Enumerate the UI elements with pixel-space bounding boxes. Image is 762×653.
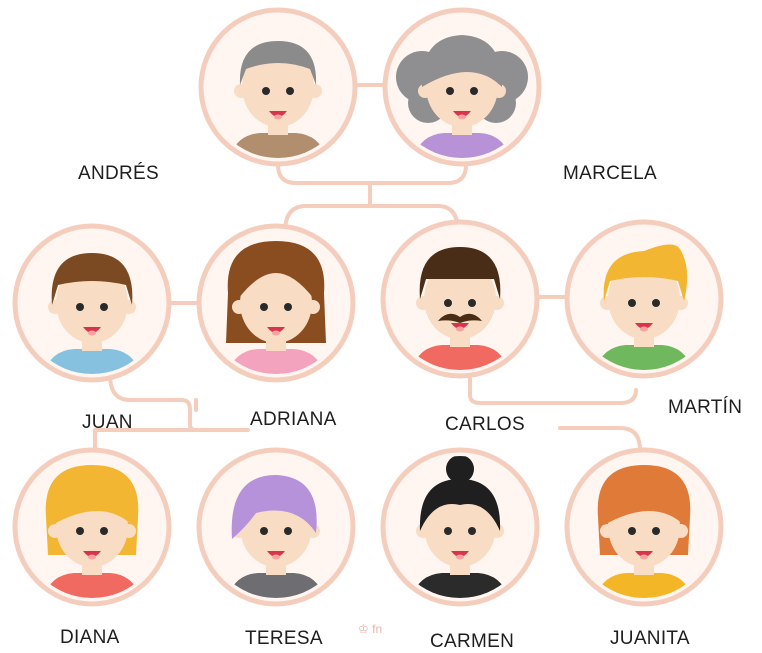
watermark-logo: ♔ fn: [358, 622, 382, 636]
face: [240, 263, 312, 343]
eye: [628, 527, 636, 535]
shirt: [228, 133, 328, 158]
eye: [100, 303, 108, 311]
name-label-juan: JUAN: [82, 412, 133, 433]
eye: [468, 527, 476, 535]
shirt: [594, 573, 694, 598]
shirt: [410, 345, 510, 370]
avatar-adriana: [196, 223, 356, 383]
mouth: [451, 551, 469, 557]
shirt: [42, 573, 142, 598]
shirt: [594, 345, 694, 370]
eye: [468, 299, 476, 307]
shirt: [226, 349, 326, 374]
mouth: [635, 323, 653, 329]
name-label-adriana: ADRIANA: [250, 409, 337, 430]
eye: [76, 527, 84, 535]
mouth: [83, 327, 101, 333]
name-label-marcela: MARCELA: [563, 163, 657, 184]
mouth: [83, 551, 101, 557]
avatar-martin: [564, 219, 724, 379]
name-label-andres: ANDRÉS: [78, 163, 159, 184]
eye: [100, 527, 108, 535]
logo-icon: ♔: [358, 622, 369, 636]
eye: [284, 303, 292, 311]
eye: [444, 527, 452, 535]
eye: [76, 303, 84, 311]
face: [56, 263, 128, 343]
mustache: [438, 313, 482, 323]
shirt: [226, 573, 326, 598]
avatar-juan: [12, 223, 172, 383]
eye: [652, 527, 660, 535]
watermark-text: fn: [372, 622, 383, 636]
eye: [652, 299, 660, 307]
mouth: [453, 111, 471, 117]
mouth: [267, 327, 285, 333]
descent-line-carlos-martin: [468, 371, 638, 405]
avatar-andres: [198, 7, 358, 167]
name-label-martin: MARTÍN: [668, 397, 743, 418]
face: [608, 259, 680, 339]
eye: [286, 87, 294, 95]
eye: [284, 527, 292, 535]
mouth: [635, 551, 653, 557]
mouth: [267, 551, 285, 557]
shirt: [410, 573, 510, 598]
avatar-marcela: [382, 7, 542, 167]
avatar-carmen: [380, 447, 540, 607]
avatar-teresa: [196, 447, 356, 607]
avatar-juanita: [564, 447, 724, 607]
name-label-carlos: CARLOS: [445, 414, 525, 435]
children-branch-line: [283, 181, 460, 234]
eye: [260, 303, 268, 311]
eye: [262, 87, 270, 95]
connector-lines: [93, 83, 642, 457]
name-label-teresa: TERESA: [245, 628, 323, 649]
mouth: [451, 323, 469, 329]
eye: [628, 299, 636, 307]
avatar-diana: [12, 447, 172, 607]
mouth: [269, 111, 287, 117]
name-label-carmen: CARMEN: [430, 631, 515, 652]
shirt: [42, 349, 142, 374]
children-line-carmen-juanita: [558, 426, 642, 452]
grandparents-descent-line: [276, 163, 468, 185]
name-label-diana: DIANA: [60, 627, 120, 648]
eye: [444, 299, 452, 307]
avatar-carlos: [380, 219, 540, 379]
eye: [470, 87, 478, 95]
eye: [446, 87, 454, 95]
children-line-diana-teresa: [93, 428, 242, 457]
face: [242, 47, 314, 127]
face: [424, 487, 496, 567]
shirt: [412, 133, 512, 158]
eye: [260, 527, 268, 535]
name-label-juanita: JUANITA: [610, 628, 690, 649]
